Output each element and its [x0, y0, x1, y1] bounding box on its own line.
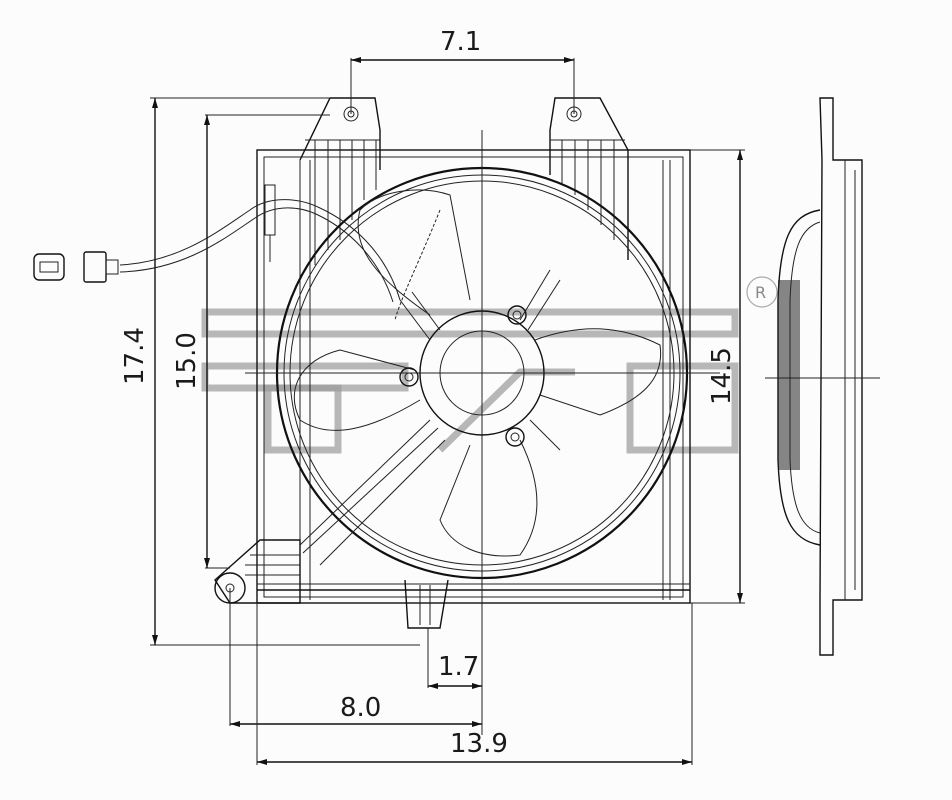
- dimension-label-mount-spacing: 7.1: [440, 27, 481, 57]
- dimension-label-overall-width: 13.9: [450, 729, 508, 759]
- mount-bracket-left: [299, 97, 381, 265]
- dimension-label-mount-to-center: 8.0: [340, 693, 381, 723]
- shroud-frame: [256, 149, 691, 604]
- connector-female-icon: [33, 253, 65, 281]
- center-lines: [245, 130, 720, 735]
- dimension-label-tab-offset: 1.7: [438, 652, 479, 682]
- hub-bolt-icon: [507, 305, 527, 325]
- registered-mark-icon: [746, 276, 778, 308]
- wiring-harness: [33, 184, 401, 303]
- dimension-label-shroud-height-left: 15.0: [172, 332, 202, 390]
- hub-bolt-icon: [399, 367, 419, 387]
- dimension-label-shroud-height-right: 14.5: [707, 347, 737, 405]
- connector-male-icon: [83, 251, 107, 283]
- hub-bolt-icon: [505, 427, 525, 447]
- registered-mark-text: R: [755, 283, 766, 302]
- dimension-label-overall-height: 17.4: [120, 327, 150, 385]
- fan-blades: [293, 189, 662, 557]
- dimension-lines: [150, 57, 745, 765]
- side-view: [765, 97, 880, 656]
